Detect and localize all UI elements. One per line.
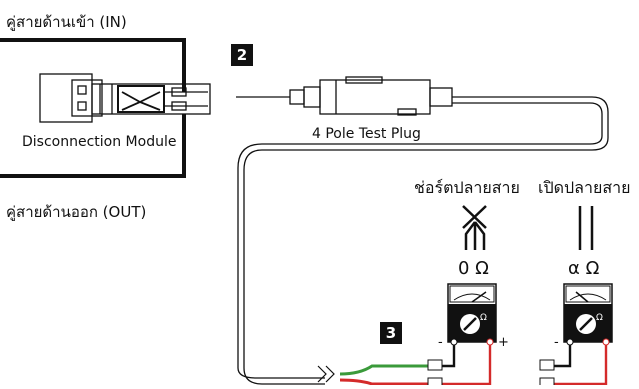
test-plug-drawing xyxy=(236,76,453,116)
open-ends-label: เปิดปลายสาย xyxy=(538,178,631,197)
wire-green xyxy=(339,364,440,376)
meter2-lead-red xyxy=(546,342,608,386)
short-ends-label: ช่อร์ตปลายสาย xyxy=(414,178,520,197)
out-pair-label: คู่สายด้านออก (OUT) xyxy=(6,203,147,221)
meter-open xyxy=(563,283,613,346)
cable-break-mark xyxy=(317,365,335,383)
meter2-minus: - xyxy=(554,335,559,350)
plug-end-3 xyxy=(539,359,555,371)
plug-end-1 xyxy=(427,359,443,371)
meter1-plus: + xyxy=(498,335,509,350)
meter1-minus: - xyxy=(438,335,443,350)
meter1-reading: 0 Ω xyxy=(458,258,489,279)
in-pair-wire xyxy=(0,38,186,92)
meter2-dial-symbol: Ω xyxy=(596,313,603,323)
meter2-reading: α Ω xyxy=(568,258,600,279)
plug-end-2 xyxy=(427,377,443,389)
meter-short xyxy=(447,283,497,346)
out-pair-wire xyxy=(0,114,186,178)
disconnection-module-drawing xyxy=(39,73,211,123)
short-ends-symbol xyxy=(462,205,487,250)
meter1-lead-red xyxy=(434,342,492,386)
open-ends-symbol xyxy=(578,206,594,250)
step-3-badge: 3 xyxy=(380,322,402,344)
plug-end-4 xyxy=(539,377,555,389)
disconnection-module-label: Disconnection Module xyxy=(22,134,177,150)
step-2-badge: 2 xyxy=(231,44,253,66)
meter1-dial-symbol: Ω xyxy=(480,313,487,323)
in-pair-label: คู่สายด้านเข้า (IN) xyxy=(6,13,127,31)
plug-cable-inner xyxy=(237,102,603,379)
test-plug-label: 4 Pole Test Plug xyxy=(312,126,421,142)
wire-red xyxy=(339,378,440,386)
